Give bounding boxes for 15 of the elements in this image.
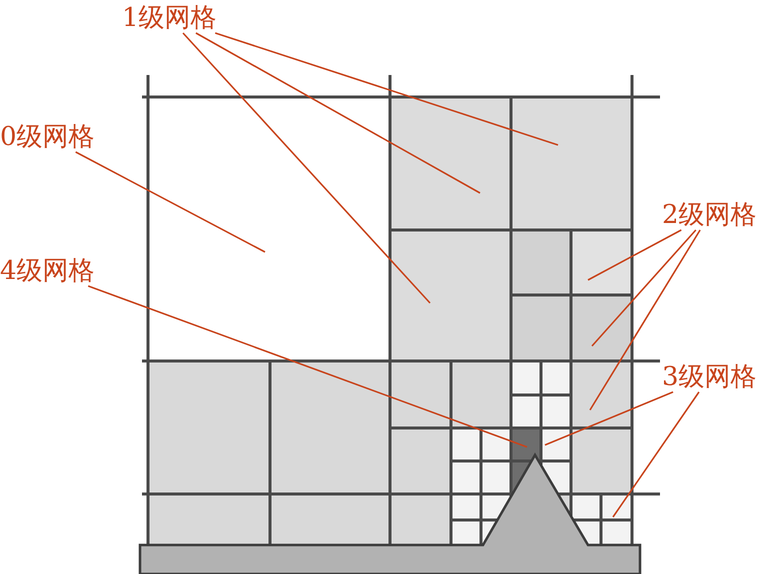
callout-label: 0级网格 [0, 122, 95, 152]
callout-label: 3级网格 [662, 362, 757, 392]
leader-line [589, 230, 701, 410]
leader-line [75, 151, 266, 253]
callout-label: 1级网格 [122, 3, 217, 33]
callout-label: 2级网格 [662, 200, 757, 230]
leader-line [591, 229, 696, 347]
leader-line [588, 229, 682, 281]
leader-line [612, 392, 700, 518]
leader-line [196, 32, 480, 194]
leader-line [182, 32, 431, 304]
callout-label: 4级网格 [0, 256, 95, 286]
leader-line [214, 32, 558, 146]
leader-line [544, 391, 674, 446]
leader-line [88, 285, 528, 448]
